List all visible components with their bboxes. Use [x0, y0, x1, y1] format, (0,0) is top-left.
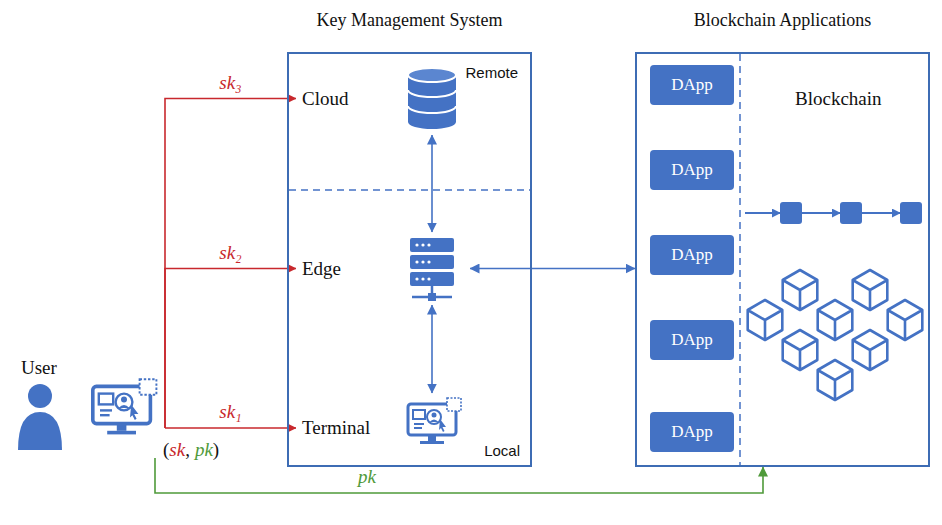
system-panel: Key Management SystemRemoteLocalCloudEdg… — [287, 52, 532, 467]
node-label: DApp — [650, 245, 734, 265]
connector-arrow — [165, 427, 296, 429]
database-icon — [408, 68, 456, 129]
user-computer-icon — [93, 379, 157, 434]
tier-node: Edge — [296, 232, 470, 305]
connector-arrow — [431, 305, 433, 393]
key-symbol: ( — [163, 439, 169, 461]
tier-node: Cloud — [296, 62, 470, 135]
panel-heading: Key Management System — [317, 10, 503, 31]
node-label: Edge — [302, 258, 341, 280]
key-label: pk — [356, 467, 378, 488]
node-label: DApp — [650, 160, 734, 180]
dapp-chain-divider — [739, 54, 741, 465]
dapp-box: DApp — [650, 150, 734, 190]
region-label: Blockchain — [795, 88, 882, 110]
dapp-box: DApp — [650, 235, 734, 275]
remote-local-divider — [289, 189, 530, 191]
node-label: DApp — [650, 422, 734, 442]
connector-arrow — [165, 269, 296, 429]
connector-arrow — [155, 458, 763, 493]
key-symbol: pk — [195, 439, 213, 461]
node-label: Terminal — [302, 417, 370, 439]
key-symbol: ) — [213, 439, 219, 461]
user-node: User — [5, 355, 165, 458]
block-chain-illustration — [745, 202, 922, 224]
key-label: sk₁ — [217, 402, 243, 423]
key-symbol: , — [185, 439, 190, 461]
panel-heading: Blockchain Applications — [694, 10, 871, 31]
region-label: Local — [484, 442, 520, 459]
user-figure — [18, 384, 62, 450]
dapp-box: DApp — [650, 320, 734, 360]
key-label: sk₃ — [217, 73, 243, 94]
node-label: DApp — [650, 330, 734, 350]
tier-node: Terminal — [296, 393, 470, 463]
node-label: Cloud — [302, 88, 348, 110]
dapp-box: DApp — [650, 65, 734, 105]
connector-arrow — [165, 99, 296, 429]
node-label: User — [21, 357, 57, 379]
key-label: sk₂ — [217, 243, 243, 264]
dapp-box: DApp — [650, 412, 734, 452]
blockchain-network-illustration — [748, 270, 923, 400]
key-pair-label: (sk,pk) — [163, 439, 219, 461]
key-symbol: sk — [169, 439, 185, 461]
terminal-icon — [408, 398, 461, 444]
application-panel: Blockchain ApplicationsBlockchainDAppDAp… — [635, 52, 930, 467]
node-label: DApp — [650, 75, 734, 95]
connector-arrow — [431, 135, 433, 232]
region-label: Remote — [465, 64, 518, 81]
server-icon — [410, 238, 454, 301]
connector-arrow — [470, 268, 635, 270]
